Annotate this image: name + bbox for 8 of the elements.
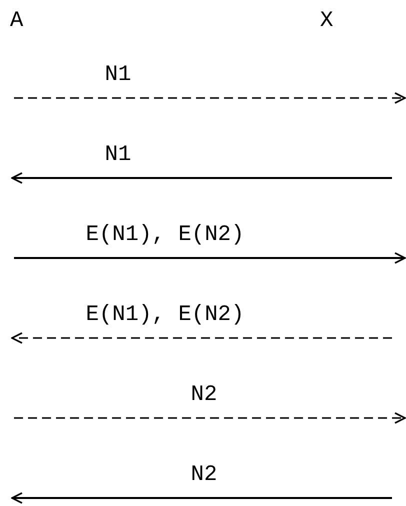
participant-label: A bbox=[10, 10, 24, 32]
message-label: E(N1), E(N2) bbox=[86, 304, 244, 326]
message-label: N1 bbox=[104, 64, 132, 86]
message-label: E(N1), E(N2) bbox=[86, 224, 244, 246]
participant-label: X bbox=[320, 10, 334, 32]
message-label: N2 bbox=[190, 464, 218, 486]
message-label: N1 bbox=[104, 144, 132, 166]
message-label: N2 bbox=[190, 384, 218, 406]
